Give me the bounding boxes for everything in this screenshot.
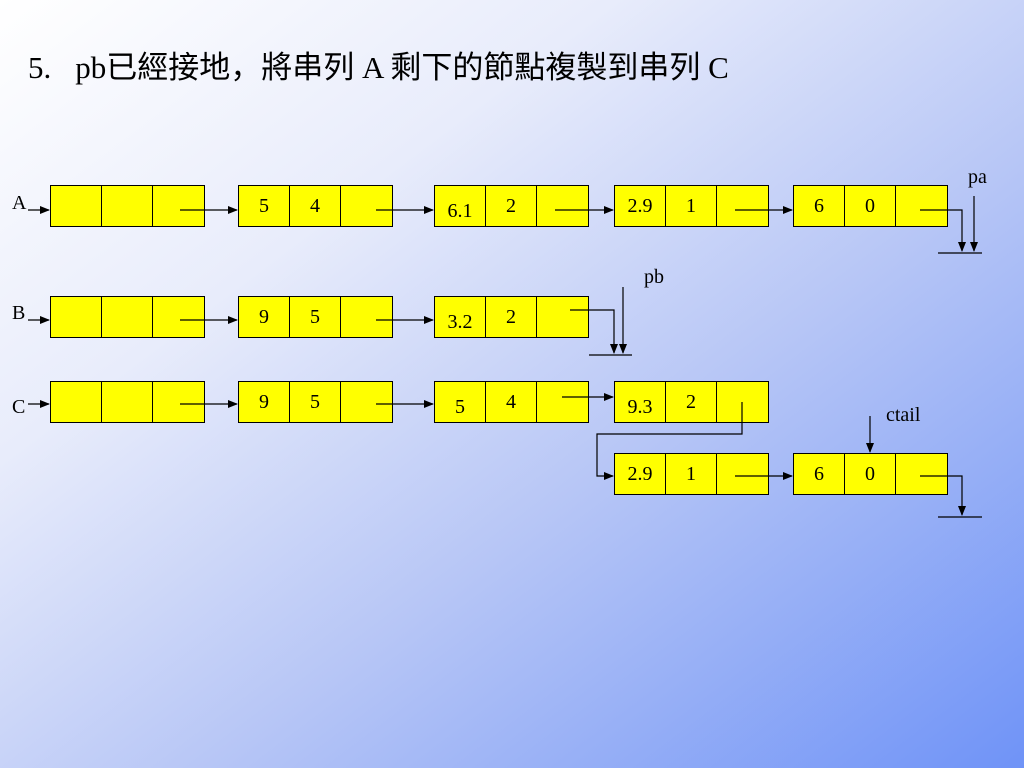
slide-title: 5. pb已經接地，將串列 A 剩下的節點複製到串列 C <box>28 42 729 87</box>
pa-label: pa <box>968 166 987 188</box>
exp-cell: 0 <box>845 454 896 494</box>
exp-cell: 5 <box>290 382 341 422</box>
coef-cell: 6 <box>794 454 845 494</box>
ground-link <box>570 309 618 354</box>
coef-cell: 5 <box>435 382 486 422</box>
coef-cell: 2.9 <box>615 454 666 494</box>
list-c-head-node <box>50 381 205 423</box>
coef-cell: 6 <box>794 186 845 226</box>
coef-cell: 6.1 <box>435 186 486 226</box>
exp-cell: 2 <box>666 382 717 422</box>
coef-cell: 9 <box>239 382 290 422</box>
link-arrow <box>596 402 743 480</box>
exp-cell: 2 <box>486 297 537 337</box>
coef-cell: 2.9 <box>615 186 666 226</box>
list-c-label: C <box>12 396 26 418</box>
exp-cell: 1 <box>666 186 717 226</box>
slide-heading: pb已經接地，將串列 A 剩下的節點複製到串列 C <box>75 50 729 85</box>
coef-cell: 9 <box>239 297 290 337</box>
exp-cell: 2 <box>486 186 537 226</box>
list-b-head-node <box>50 296 205 338</box>
exp-cell: 1 <box>666 454 717 494</box>
list-a-head-node <box>50 185 205 227</box>
ground-link <box>920 209 966 252</box>
slide-number: 5. <box>28 50 52 85</box>
exp-cell: 0 <box>845 186 896 226</box>
coef-cell: 9.3 <box>615 382 666 422</box>
list-a-label: A <box>12 192 27 214</box>
ground-link <box>920 475 966 516</box>
ctail-label: ctail <box>886 404 921 426</box>
list-b-label: B <box>12 302 26 324</box>
exp-cell: 5 <box>290 297 341 337</box>
exp-cell: 4 <box>486 382 537 422</box>
coef-cell: 5 <box>239 186 290 226</box>
pb-label: pb <box>644 266 664 288</box>
exp-cell: 4 <box>290 186 341 226</box>
coef-cell: 3.2 <box>435 297 486 337</box>
